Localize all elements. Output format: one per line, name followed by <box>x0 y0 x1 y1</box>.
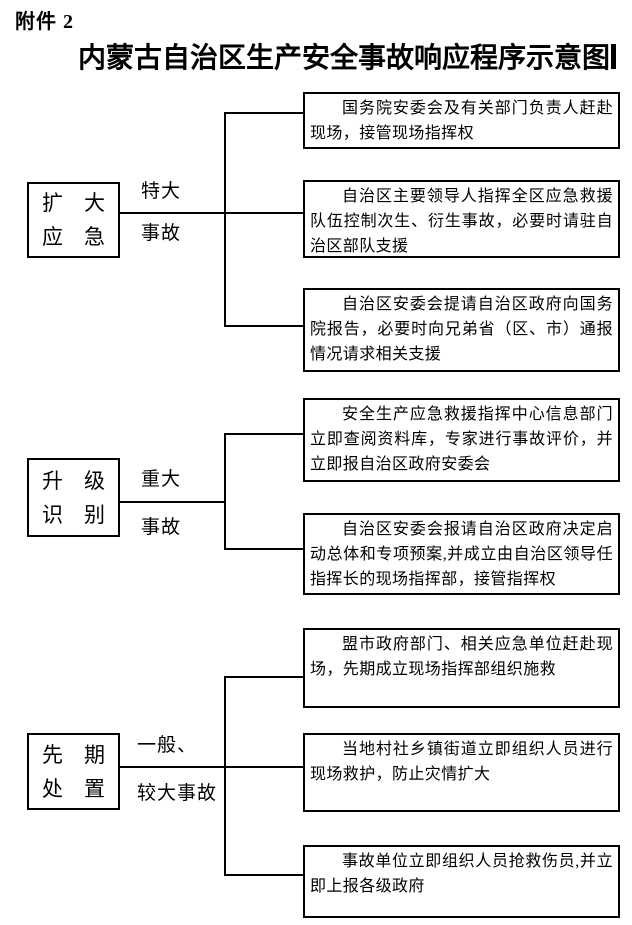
connector-trunk-group1 <box>224 112 226 327</box>
condition-label-accident: 事故 <box>141 517 182 538</box>
action-text: 安全生产应急救援指挥中心信息部门立即查阅资料库，专家进行事故评价，并立即报自治区… <box>310 406 613 473</box>
stage-label-line: 扩 大 <box>42 191 105 215</box>
page-title-text: 内蒙古自治区生产安全事故响应程序示意图 <box>78 43 611 74</box>
stage-label-line: 应 急 <box>42 225 105 249</box>
text-cursor <box>611 44 617 69</box>
action-box-region-leaders-command: 自治区主要领导人指挥全区应急救援队伍控制次生、衍生事故，必要时请驻自治区部队支援 <box>303 180 620 258</box>
condition-label-severity: 一般、 <box>137 735 198 756</box>
attachment-label: 附件 2 <box>15 11 74 33</box>
condition-label-accident: 事故 <box>141 223 182 244</box>
stage-label-line: 处 置 <box>42 776 105 801</box>
action-text: 盟市政府部门、相关应急单位赶赴现场，先期成立现场指挥部组织施救 <box>310 636 613 678</box>
connector-branch-group3-top <box>224 676 304 678</box>
connector-hline-group1 <box>118 212 304 214</box>
action-box-state-council-takeover: 国务院安委会及有关部门负责人赶赴现场，接管现场指挥权 <box>303 92 620 149</box>
connector-branch-group1-bottom <box>224 325 304 327</box>
action-text: 国务院安委会及有关部门负责人赶赴现场，接管现场指挥权 <box>310 100 613 142</box>
connector-trunk-group2 <box>224 433 226 550</box>
stage-label-line: 先 期 <box>42 742 105 767</box>
stage-box-escalation-identification: 升 级 识 别 <box>27 458 120 537</box>
action-box-league-city-rescue: 盟市政府部门、相关应急单位赶赴现场，先期成立现场指挥部组织施救 <box>303 628 620 708</box>
stage-box-expanded-response: 扩 大 应 急 <box>27 182 120 258</box>
connector-hline-group2 <box>118 501 226 503</box>
action-box-region-committee-report: 自治区安委会提请自治区政府向国务院报告，必要时向兄弟省（区、市）通报情况请求相关… <box>303 288 620 372</box>
condition-label-accident: 较大事故 <box>137 783 218 804</box>
action-text: 当地村社乡镇街道立即组织人员进行现场救护，防止灾情扩大 <box>310 741 613 783</box>
connector-hline-group3 <box>118 766 304 768</box>
action-box-local-township-rescue: 当地村社乡镇街道立即组织人员进行现场救护，防止灾情扩大 <box>303 733 620 812</box>
connector-trunk-group3 <box>224 676 226 876</box>
action-text: 自治区主要领导人指挥全区应急救援队伍控制次生、衍生事故，必要时请驻自治区部队支援 <box>310 188 613 255</box>
connector-branch-group3-bottom <box>224 874 304 876</box>
stage-box-initial-disposal: 先 期 处 置 <box>27 733 120 810</box>
action-box-activate-plans-command-post: 自治区安委会报请自治区政府决定启动总体和专项预案,并成立由自治区领导任指挥长的现… <box>303 513 620 595</box>
connector-branch-group2-bottom <box>224 548 304 550</box>
stage-label-line: 升 级 <box>42 468 105 493</box>
action-text: 自治区安委会提请自治区政府向国务院报告，必要时向兄弟省（区、市）通报情况请求相关… <box>310 296 613 363</box>
condition-label-severity: 特大 <box>141 181 182 202</box>
action-box-rescue-center-evaluation: 安全生产应急救援指挥中心信息部门立即查阅资料库，专家进行事故评价，并立即报自治区… <box>303 398 620 482</box>
condition-label-severity: 重大 <box>141 469 182 490</box>
connector-branch-group1-top <box>224 112 304 114</box>
stage-label-line: 识 别 <box>42 502 105 527</box>
page-title: 内蒙古自治区生产安全事故响应程序示意图 <box>78 36 617 76</box>
action-box-accident-unit-report: 事故单位立即组织人员抢救伤员,并立即上报各级政府 <box>303 845 620 918</box>
action-text: 自治区安委会报请自治区政府决定启动总体和专项预案,并成立由自治区领导任指挥长的现… <box>310 521 613 588</box>
connector-branch-group2-top <box>224 433 304 435</box>
action-text: 事故单位立即组织人员抢救伤员,并立即上报各级政府 <box>310 853 613 895</box>
